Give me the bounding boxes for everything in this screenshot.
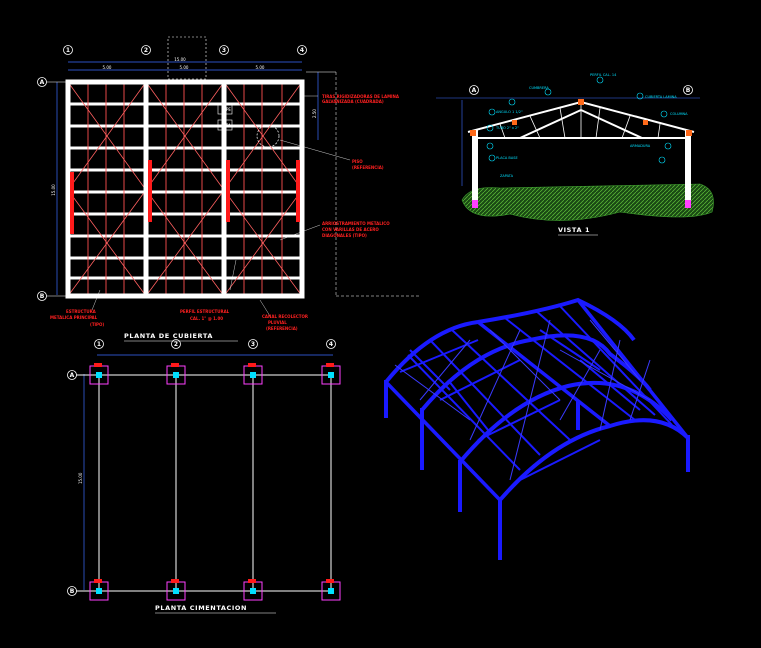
roof-axis-bubbles: 1 2 3 4 A B [37, 45, 307, 301]
ground-hatch [461, 183, 714, 221]
note-piso-2: (REFERENCIA) [352, 165, 384, 170]
note-tr-2: GALVANIZADA (CUADRADA) [322, 99, 384, 104]
title-view: VISTA 1 [558, 226, 590, 234]
view-note-1: CUMBRERA [529, 86, 549, 90]
dim-top-1: 5.00 [103, 65, 112, 70]
detail-circle [256, 124, 280, 148]
secondary-members [87, 82, 283, 296]
axis-found-3: 3 [251, 341, 255, 348]
pe-label: PE [226, 107, 231, 112]
view-notes: CUMBRERA PERFIL CAL. 14 ANGULO 1 1/2" TU… [495, 73, 688, 178]
roof-plan: 15.00 5.00 5.00 5.00 15.00 1 2 3 4 A B [37, 36, 420, 342]
axis-roof-b: B [40, 293, 45, 300]
dim-left-total: 15.00 [51, 184, 56, 196]
axis-found-b: B [70, 588, 75, 595]
axis-found-2: 2 [174, 341, 178, 348]
dim-right-a: 2.50 [312, 109, 317, 118]
axis-roof-4: 4 [300, 47, 304, 54]
title-roof-plan: PLANTA DE CUBIERTA [124, 332, 213, 340]
axis-roof-a: A [40, 79, 45, 86]
dim-top-total: 15.00 [174, 57, 186, 62]
view-note-7: ARMADURA [630, 144, 651, 148]
view-note-6: CUBIERTA LAMINA [645, 95, 677, 99]
note-bm-2: CAL. 1" @ 1.00 [190, 316, 223, 321]
elevation-view: A B [436, 73, 714, 236]
axis-found-a: A [70, 372, 75, 379]
dim-top-2: 5.00 [180, 65, 189, 70]
dim-top-3: 5.00 [256, 65, 265, 70]
column-right [685, 130, 691, 202]
pa-label: PA [226, 123, 231, 128]
red-girders [70, 160, 300, 234]
note-br-1: CANAL RECOLECTOR [262, 314, 308, 319]
leaders [91, 95, 351, 317]
axis-view-b: B [686, 87, 691, 94]
note-bl-1: ESTRUCTURA [66, 309, 97, 314]
view-note-5: PLACA BASE [496, 156, 518, 160]
note-mr-2: CON VARILLAS DE ACERO [322, 227, 379, 232]
axis-roof-3: 3 [222, 47, 226, 54]
note-br-3: (REFERENCIA) [266, 326, 298, 331]
truss-web [499, 102, 661, 139]
view-note-9: ZAPATA [500, 174, 514, 178]
x-bracing [67, 81, 303, 297]
note-bm-1: PERFIL ESTRUCTURAL [180, 309, 230, 314]
footings [89, 363, 341, 601]
axis-found-4: 4 [329, 341, 333, 348]
title-foundation-plan: PLANTA CIMENTACION [155, 604, 247, 612]
axis-roof-1: 1 [66, 47, 70, 54]
note-bl-2: METALICA PRINCIPAL [50, 315, 98, 320]
isometric-view [384, 297, 690, 560]
purlins [68, 102, 302, 280]
view-note-2: PERFIL CAL. 14 [590, 73, 617, 77]
roof-frame [65, 79, 305, 299]
note-br-2: PLUVIAL [268, 320, 287, 325]
view-note-8: COLUMNA [670, 112, 688, 116]
foundation-plan: 15.00 1 2 3 4 A B [67, 339, 341, 614]
axis-roof-2: 2 [144, 47, 148, 54]
dim-found-left: 15.00 [78, 472, 83, 484]
view-note-3: ANGULO 1 1/2" [496, 110, 523, 114]
note-piso-1: PISO [352, 159, 363, 164]
axis-found-1: 1 [97, 341, 101, 348]
view-note-4: TUBO 2" x 2" [495, 126, 519, 130]
axis-view-a: A [472, 87, 477, 94]
note-mr-1: ARRIOSTRAMIENTO METALICO [322, 221, 390, 226]
grade-beams [76, 374, 332, 592]
connections [470, 99, 692, 208]
column-left [472, 130, 478, 202]
note-bl-3: (TIPO) [90, 322, 104, 327]
view-callouts [486, 76, 672, 164]
note-tr-1: TIRAS RIGIDIZADORAS DE LAMINA [322, 94, 400, 99]
note-mr-3: DIAGONALES (TIPO) [322, 233, 367, 238]
